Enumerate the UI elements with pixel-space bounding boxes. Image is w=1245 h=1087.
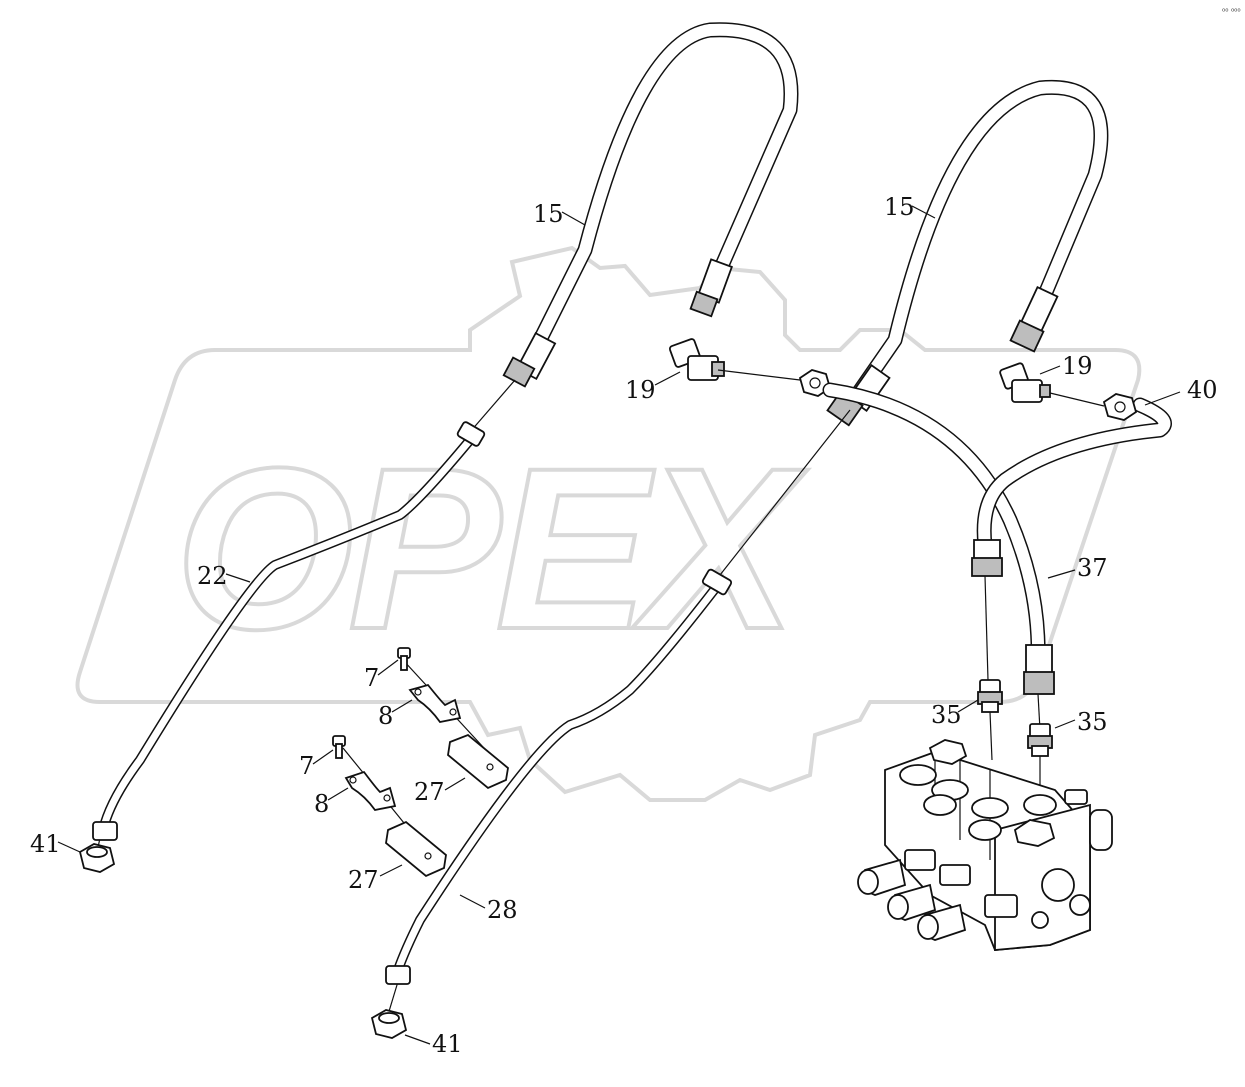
callout-41-bottom: 41 bbox=[432, 1030, 463, 1058]
callout-15-left: 15 bbox=[533, 200, 564, 228]
hose-15-left-end-fittings bbox=[502, 258, 733, 388]
hose-15-left bbox=[517, 22, 799, 378]
callout-35-left: 35 bbox=[931, 701, 962, 729]
bolt-7-upper bbox=[397, 647, 411, 671]
hose-40 bbox=[971, 397, 1172, 577]
callout-40: 40 bbox=[1187, 376, 1218, 404]
callout-19-right: 19 bbox=[1062, 352, 1093, 380]
hose-15-right bbox=[842, 79, 1109, 413]
clamp-8-upper bbox=[408, 683, 462, 723]
adapter-35-left bbox=[977, 679, 1003, 713]
clamp-8-lower bbox=[344, 770, 397, 811]
corner-mark: ⁰⁰ ⁰⁰⁰ bbox=[1222, 7, 1241, 16]
callout-8-lower: 8 bbox=[314, 790, 329, 818]
callout-15-right: 15 bbox=[884, 193, 915, 221]
callout-labels: 15 15 19 19 40 22 37 7 8 27 7 8 27 35 35… bbox=[30, 193, 1218, 1058]
callout-27-upper: 27 bbox=[414, 778, 445, 806]
callout-28: 28 bbox=[487, 896, 518, 924]
hose-37 bbox=[822, 382, 1055, 695]
control-valve-block bbox=[884, 739, 1113, 951]
callout-37: 37 bbox=[1077, 554, 1108, 582]
elbow-fitting-19-left bbox=[668, 338, 725, 381]
tube-22 bbox=[92, 421, 486, 841]
bracket-27-upper bbox=[447, 733, 509, 790]
callout-7-upper: 7 bbox=[364, 664, 379, 692]
bolt-7-lower bbox=[332, 735, 346, 759]
adapter-35-right bbox=[1027, 723, 1053, 757]
nut-41-bottom bbox=[370, 1009, 408, 1039]
callout-7-lower: 7 bbox=[299, 752, 314, 780]
tube-nut-40 bbox=[1102, 393, 1138, 421]
callout-27-lower: 27 bbox=[348, 866, 379, 894]
hose-15-right-end-fittings bbox=[826, 286, 1059, 427]
leader-lines bbox=[57, 205, 1181, 1045]
elbow-fitting-19-right bbox=[999, 362, 1051, 403]
watermark-text: OPEX bbox=[175, 420, 808, 677]
callout-19-left: 19 bbox=[625, 376, 656, 404]
callout-41-left: 41 bbox=[30, 830, 61, 858]
callout-22: 22 bbox=[197, 562, 228, 590]
watermark: OPEX bbox=[75, 245, 1142, 802]
valve-spools bbox=[857, 849, 1018, 941]
bracket-27-lower bbox=[385, 820, 447, 878]
callout-8-upper: 8 bbox=[378, 702, 393, 730]
tube-28 bbox=[385, 568, 733, 985]
nut-41-left bbox=[78, 843, 116, 873]
callout-35-right: 35 bbox=[1077, 708, 1108, 736]
